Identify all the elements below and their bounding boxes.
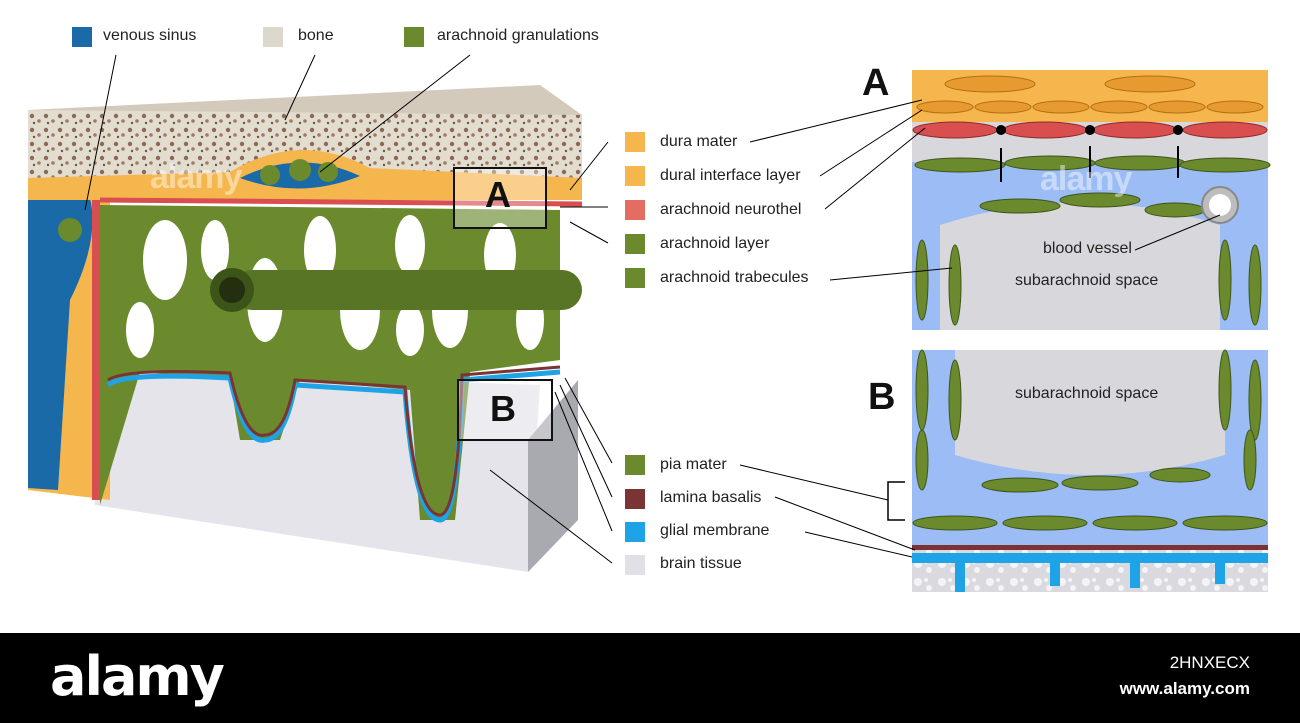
diagram-svg xyxy=(28,54,1271,592)
legend-swatch-arachnoid-granulations xyxy=(404,27,424,47)
footer-url: www.alamy.com xyxy=(1119,679,1250,698)
legend-label-pia-mater: pia mater xyxy=(660,456,727,473)
legend-swatch-pia-mater xyxy=(625,455,645,475)
panel-a-space-label: subarachnoid space xyxy=(1015,272,1159,289)
panel-a-letter: A xyxy=(862,62,890,104)
leader-lines xyxy=(84,54,1221,564)
marker-a: A xyxy=(485,174,511,215)
legend-label-dura-mater: dura mater xyxy=(660,133,738,150)
legend-swatch-brain-tissue xyxy=(625,555,645,575)
legend-label-lamina-basalis: lamina basalis xyxy=(660,489,762,506)
panel-b-space xyxy=(955,350,1225,475)
legend-label-arachnoid-neurothel: arachnoid neurothel xyxy=(660,201,802,218)
legend-label-brain-tissue: brain tissue xyxy=(660,555,742,572)
panel-b xyxy=(887,349,1268,592)
legend-swatch-arachnoid-trabecules xyxy=(625,268,645,288)
legend-label-arachnoid-layer: arachnoid layer xyxy=(660,235,770,252)
bone-front xyxy=(28,110,582,180)
watermark-right: alamy xyxy=(1040,160,1132,198)
panel-a xyxy=(912,70,1271,330)
legend-swatch-glial-membrane xyxy=(625,522,645,542)
blood-vessel-lumen xyxy=(219,277,245,303)
legend-swatch-bone xyxy=(263,27,283,47)
box-b xyxy=(457,379,553,441)
neurothel-band xyxy=(99,197,583,207)
panel-b-lamina xyxy=(912,545,1268,550)
brain-tissue-side xyxy=(528,380,578,572)
legend-swatch-arachnoid-layer xyxy=(625,234,645,254)
panel-a-blood-vessel-label: blood vessel xyxy=(1043,240,1132,257)
footer-bar: alamy 2HNXECX www.alamy.com xyxy=(0,633,1300,723)
legend-label-arachnoid-granulations: arachnoid granulations xyxy=(437,27,599,44)
legend-swatch-dura-mater xyxy=(625,132,645,152)
box-a xyxy=(453,167,547,229)
blood-vessel-tube xyxy=(232,270,582,310)
legend-label-dural-interface: dural interface layer xyxy=(660,167,801,184)
footer-logo: alamy xyxy=(50,645,225,708)
legend-swatch-lamina-basalis xyxy=(625,489,645,509)
marker-b: B xyxy=(490,388,516,429)
legend-swatch-venous-sinus xyxy=(72,27,92,47)
neurothel-left xyxy=(92,198,100,500)
legend-label-arachnoid-trabecules: arachnoid trabecules xyxy=(660,269,809,286)
panel-b-letter: B xyxy=(868,376,896,418)
watermark-left: alamy xyxy=(150,158,242,196)
venous-sinus-left xyxy=(28,198,93,490)
legend-label-bone: bone xyxy=(298,27,334,44)
lamina-layer-line xyxy=(107,365,561,517)
legend-label-glial-membrane: glial membrane xyxy=(660,522,770,539)
footer-image-id: 2HNXECX xyxy=(1169,653,1250,672)
panel-b-glia xyxy=(912,553,1268,592)
legend-swatch-dural-interface xyxy=(625,166,645,186)
panel-a-space xyxy=(940,202,1220,330)
panel-b-space-label: subarachnoid space xyxy=(1015,385,1159,402)
legend-label-venous-sinus: venous sinus xyxy=(103,27,197,44)
arachnoid-granulations xyxy=(58,159,338,242)
legend-swatch-arachnoid-neurothel xyxy=(625,200,645,220)
block-illustration xyxy=(28,85,583,572)
pia-bracket xyxy=(887,481,905,521)
